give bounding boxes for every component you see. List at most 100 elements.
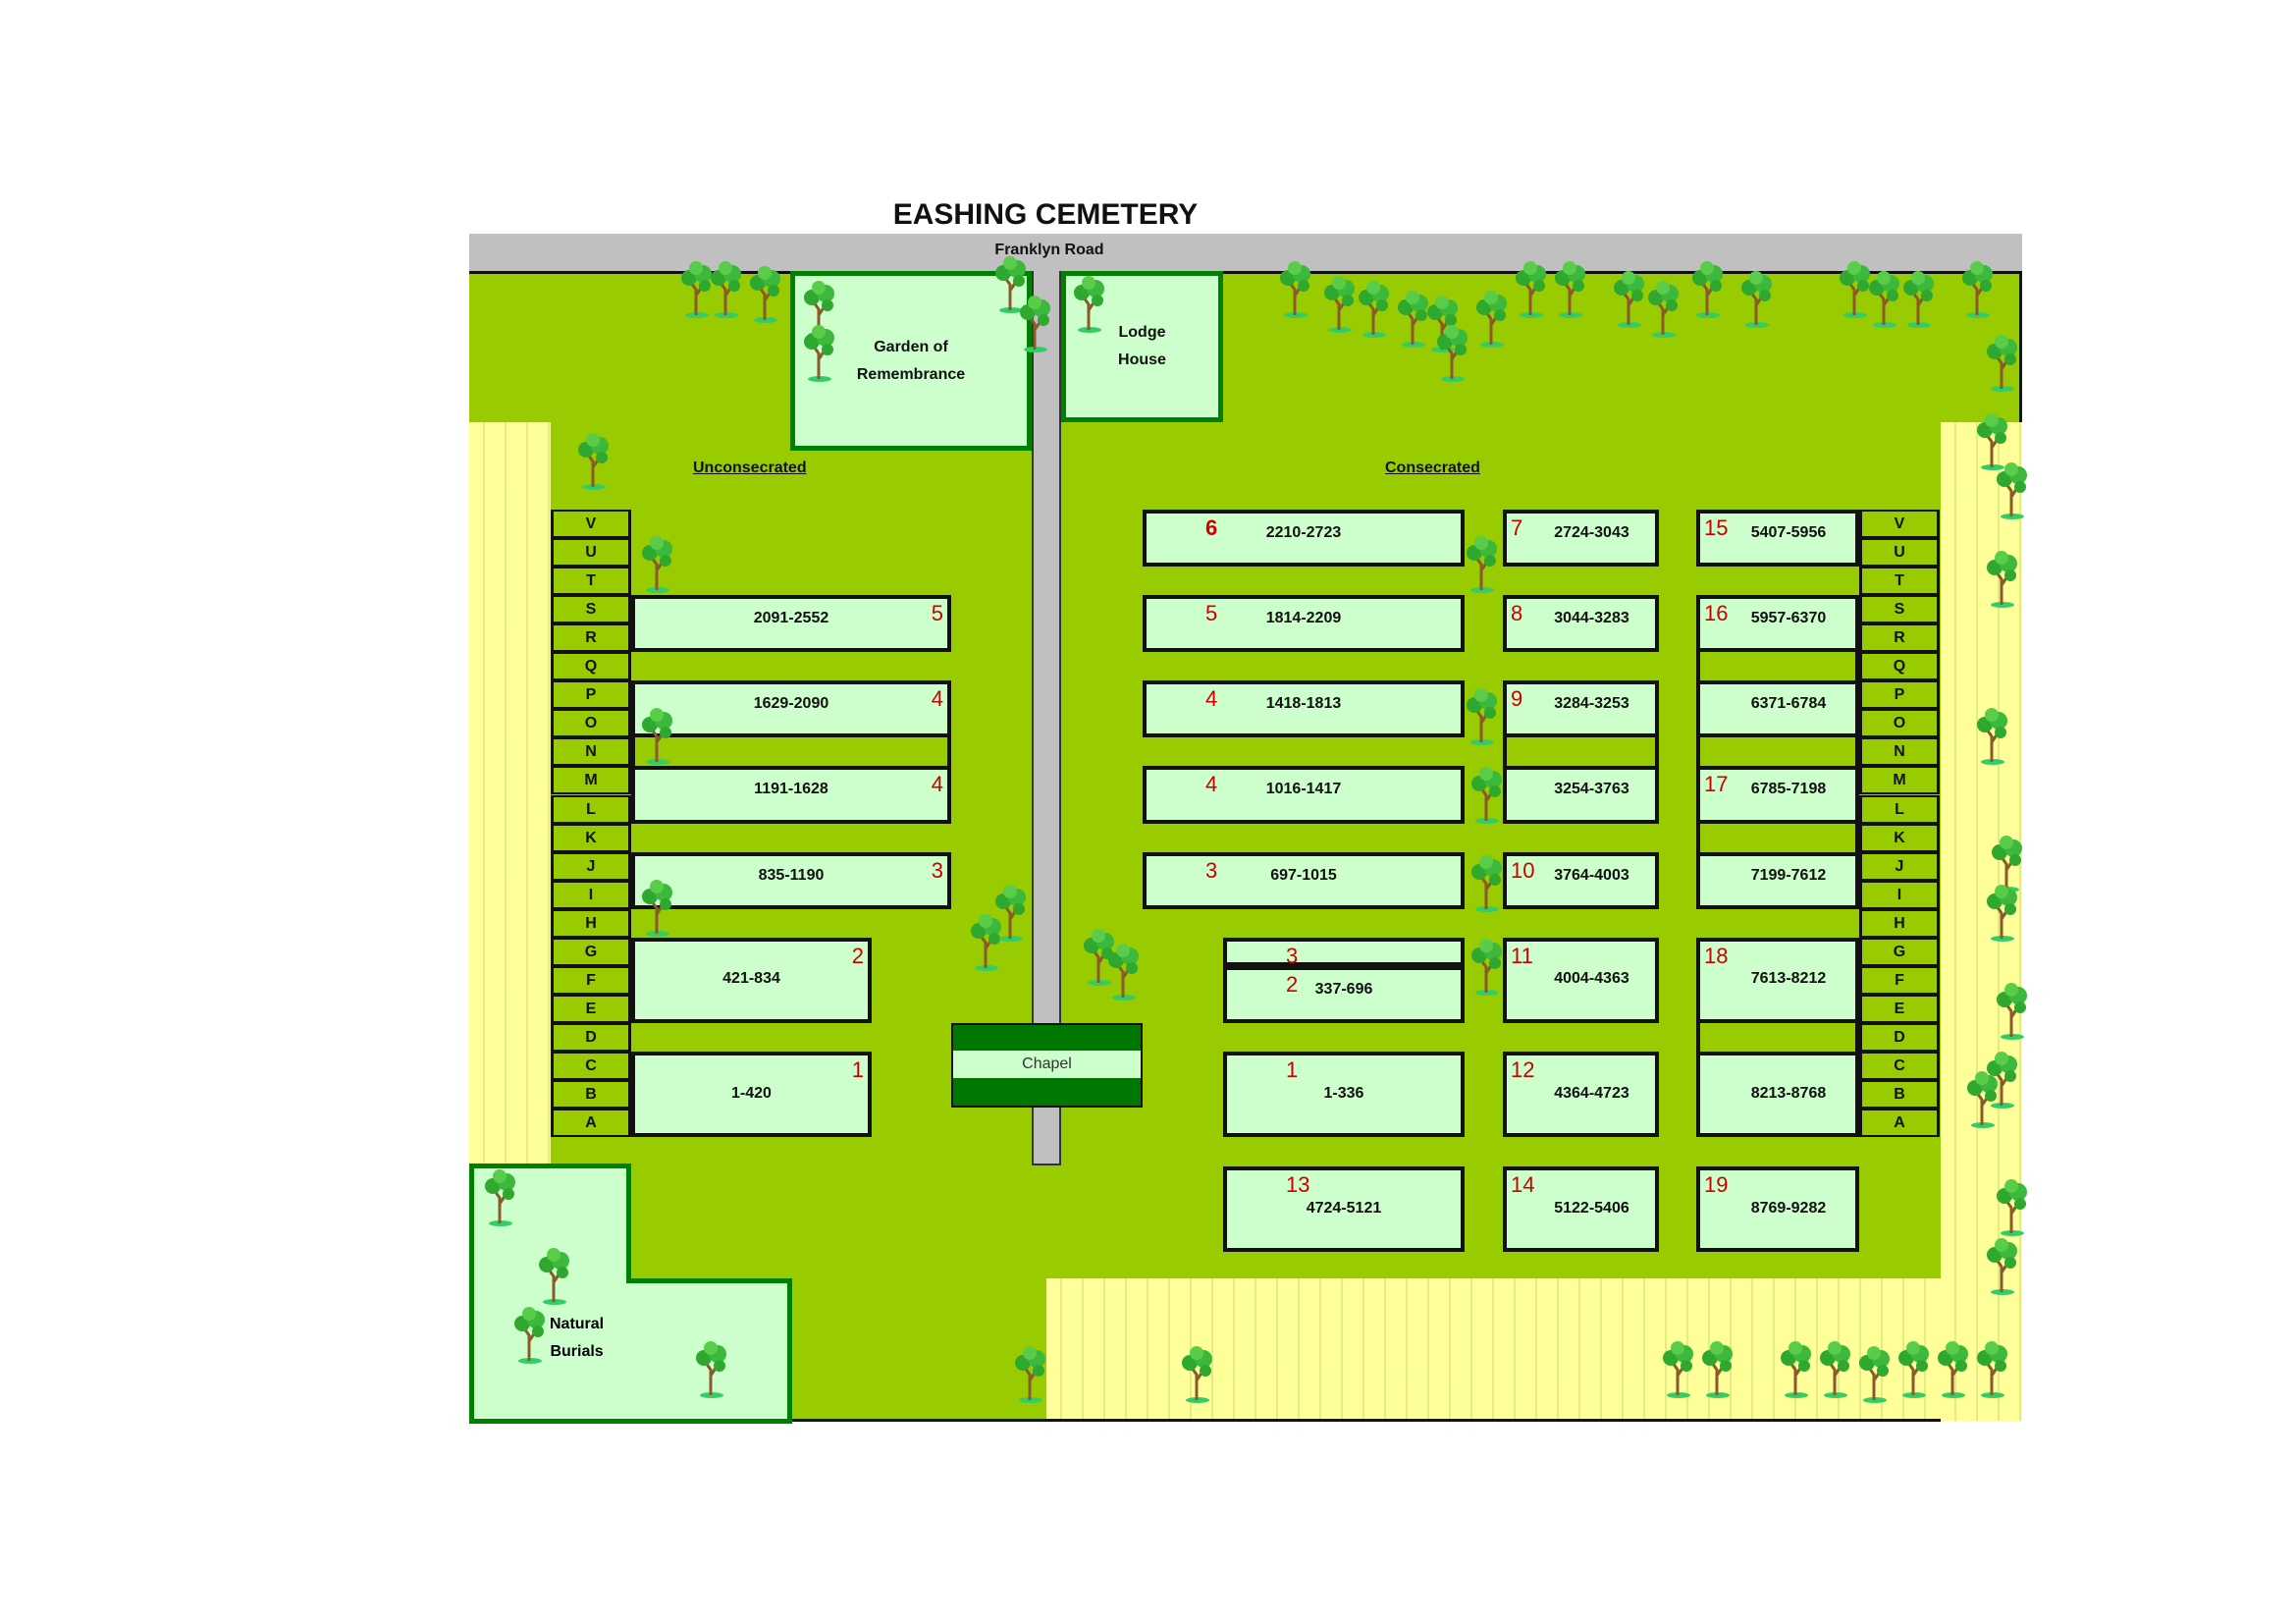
burial-plot[interactable]: 3254-3763 [1503,766,1659,824]
plot-number: 3 [1205,857,1218,883]
right-row-c: C [1859,1051,1940,1080]
lodge-label-2: House [1118,352,1166,368]
tree-icon [971,914,1001,971]
tree-icon [485,1169,515,1226]
left-row-u: U [551,538,631,568]
plot-number: 13 [1286,1172,1310,1197]
plot-range: 1-420 [731,1084,772,1102]
left-row-n: N [551,737,631,767]
tree-icon [1781,1341,1811,1398]
tree-icon [1903,271,1934,328]
plot-number: 16 [1704,601,1729,626]
right-row-l: L [1859,794,1940,824]
right-row-j: J [1859,851,1940,881]
chapel[interactable]: Chapel [951,1023,1143,1108]
plot-number: 2 [851,943,864,968]
tree-icon [681,261,712,318]
left-row-t: T [551,567,631,596]
garden-label-2: Remembrance [856,365,966,383]
plot-range: 1016-1417 [1265,781,1342,798]
tree-icon [1967,1071,1998,1128]
tree-icon [995,256,1026,313]
tree-icon [1987,1238,2017,1295]
right-row-t: T [1859,567,1940,596]
tree-icon [642,708,672,765]
tree-icon [1663,1341,1693,1398]
right-row-m: M [1859,766,1940,795]
tree-icon [1997,983,2027,1040]
tree-icon [1471,855,1502,912]
left-row-s: S [551,595,631,624]
burial-plot[interactable]: 8213-8768 [1696,1051,1859,1138]
right-row-a: A [1859,1109,1940,1138]
tree-icon [1820,1341,1850,1398]
burial-plot[interactable]: 6371-6784 [1696,680,1859,738]
tree-icon [1467,536,1497,593]
plot-number: 4 [931,772,943,797]
tree-icon [1471,939,1502,996]
tree-icon [1977,1341,2007,1398]
consecrated-label: Consecrated [1385,460,1480,476]
left-row-v: V [551,510,631,538]
plot-range: 2724-3043 [1554,524,1629,542]
tree-icon [1997,462,2027,519]
left-row-j: J [551,851,631,881]
tree-icon [1437,325,1468,382]
natural-label-2: Burials [550,1343,604,1360]
right-row-o: O [1859,709,1940,738]
right-row-e: E [1859,994,1940,1023]
left-row-f: F [551,965,631,995]
left-row-o: O [551,709,631,738]
plot-number: 4 [1205,686,1218,712]
plot-range: 5407-5956 [1750,524,1827,542]
burial-plot[interactable]: 7199-7612 [1696,851,1859,909]
path-strip [1696,823,1859,852]
left-row-a: A [551,1109,631,1138]
tree-icon [1020,296,1050,352]
tree-icon [642,536,672,593]
unconsecrated-label: Unconsecrated [693,460,807,476]
path-strip [1696,652,1859,681]
tree-icon [514,1307,545,1364]
left-row-e: E [551,994,631,1023]
plot-number: 3 [1286,943,1299,968]
right-row-h: H [1859,908,1940,938]
right-row-q: Q [1859,652,1940,681]
tree-icon [750,266,780,323]
tree-icon [1614,271,1644,328]
right-row-v: V [1859,510,1940,538]
tree-icon [1992,836,2022,893]
right-row-n: N [1859,737,1940,767]
tree-icon [1074,276,1104,333]
plot-number: 11 [1511,943,1533,968]
meadow-left [469,422,551,1164]
plot-range: 8769-9282 [1750,1199,1827,1217]
burial-plot[interactable]: 3 [1223,937,1465,968]
